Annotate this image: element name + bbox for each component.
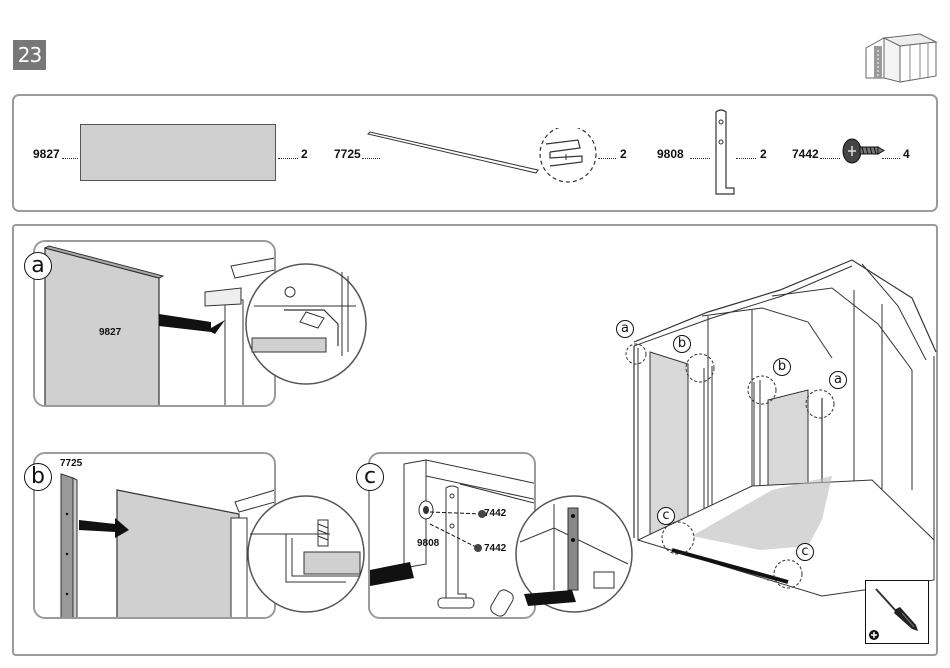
part-code-9808: 9808 [657,147,684,161]
leader-dots [820,158,840,159]
part-qty-9808: 2 [760,147,767,161]
shed-thumbnail-icon [862,32,938,84]
detail-c-callout: c [356,463,384,491]
leader-dots [690,158,710,159]
profile-rail-part-image [366,128,602,184]
detail-b-callout: b [24,463,52,491]
part-qty-7725: 2 [620,147,627,161]
overview-marker-c-right: c [796,543,814,561]
screwdriver-icon [876,589,918,631]
leader-dots [62,158,78,159]
part-code-7442: 7442 [792,147,819,161]
tool-required-box [865,580,929,644]
part-qty-7442: 4 [903,147,910,161]
part-code-9827: 9827 [33,147,60,161]
part-qty-9827: 2 [301,147,308,161]
overview-marker-b-right: b [773,358,791,376]
bracket-part-image [710,108,738,196]
leader-dots [882,158,900,159]
overview-marker-b-left: b [673,335,691,353]
detail-c-screw-label-bottom: 7442 [484,543,506,554]
part-code-7725: 7725 [334,147,361,161]
detail-b-part-label: 7725 [60,458,82,469]
detail-b-panel [33,452,276,619]
detail-c-bracket-label: 9808 [417,538,439,549]
leader-dots [278,158,298,159]
detail-c-panel [368,452,536,619]
detail-a-zoom [244,262,368,386]
detail-a-panel [33,240,276,407]
overview-marker-a-right: a [829,371,847,389]
detail-c-screw-label-top: 7442 [484,508,506,519]
panel-part-image [80,124,276,181]
step-number: 23 [13,40,46,70]
shed-overview-drawing [612,250,938,600]
overview-marker-a-left: a [616,320,634,338]
overview-marker-c-left: c [657,507,675,525]
leader-dots [736,158,756,159]
detail-a-callout: a [24,252,52,280]
detail-b-zoom [246,494,366,614]
screw-part-icon [840,136,886,166]
leader-dots [598,158,616,159]
detail-a-part-label: 9827 [99,327,121,338]
